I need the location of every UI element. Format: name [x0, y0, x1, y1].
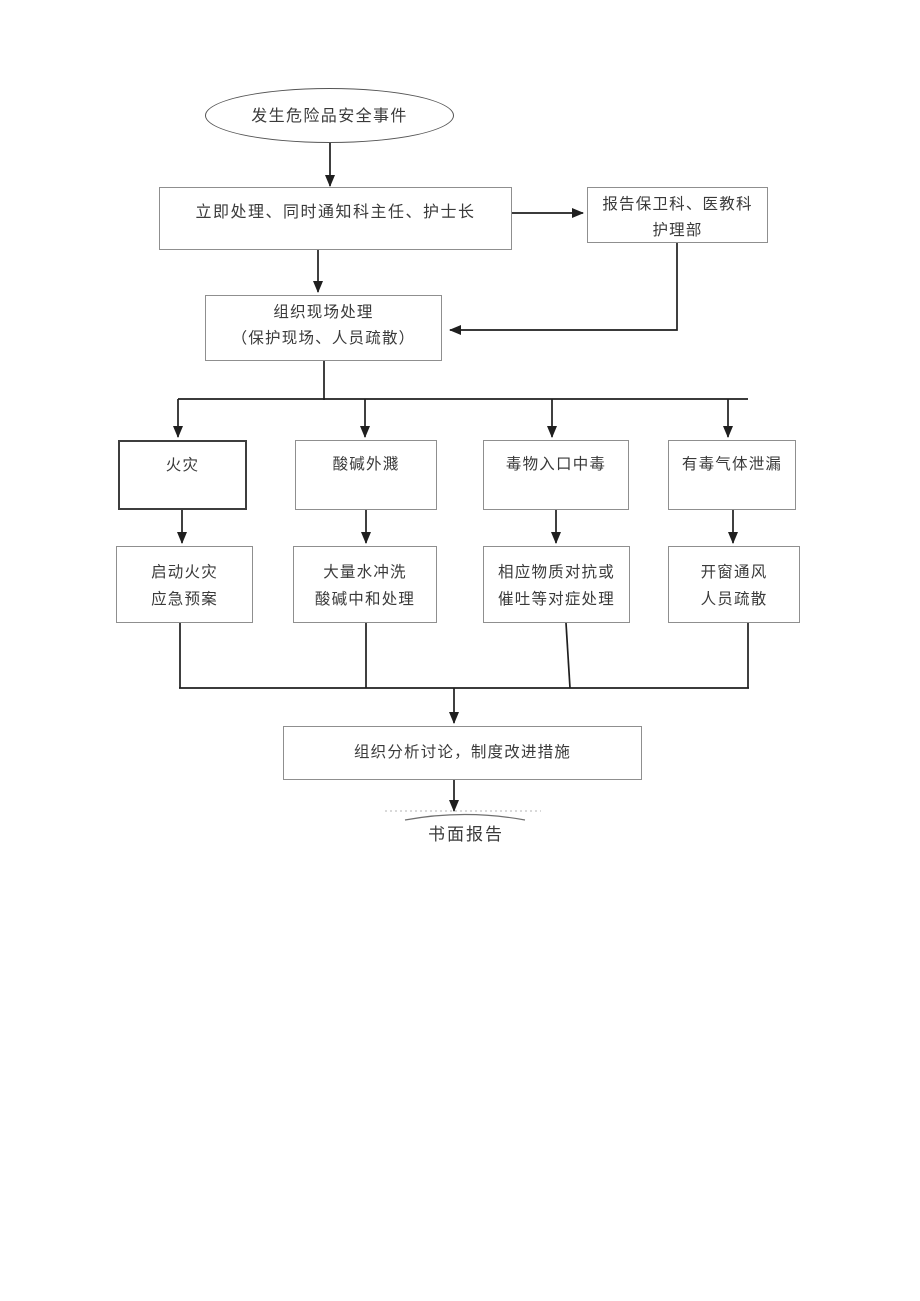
- written-report-arc: [404, 813, 526, 821]
- node-written-report: 书面报告: [428, 825, 504, 845]
- node-organize-scene: 组织现场处理 （保护现场、人员疏散）: [205, 295, 442, 361]
- node-immediate-handling: 立即处理、同时通知科主任、护士长: [159, 187, 512, 250]
- node-hazard-poison-ingestion: 毒物入口中毒: [483, 440, 629, 510]
- merge-line-poison: [565, 622, 571, 689]
- node-hazard-fire: 火灾: [118, 440, 247, 510]
- node-start: 发生危险品安全事件: [205, 88, 454, 143]
- node-action-ventilate-evacuate: 开窗通风 人员疏散: [668, 546, 800, 623]
- node-action-antidote-treatment: 相应物质对抗或 催吐等对症处理: [483, 546, 630, 623]
- node-hazard-acid-splash: 酸碱外濺: [295, 440, 437, 510]
- node-report-departments: 报告保卫科、医教科 护理部: [587, 187, 768, 243]
- node-analyze-improve: 组织分析讨论，制度改进措施: [283, 726, 642, 780]
- node-action-fire-plan: 启动火灾 应急预案: [116, 546, 253, 623]
- node-action-water-flush: 大量水冲洗 酸碱中和处理: [293, 546, 437, 623]
- edge-report-organize: [449, 243, 678, 335]
- node-hazard-toxic-gas-leak: 有毒气体泄漏: [668, 440, 796, 510]
